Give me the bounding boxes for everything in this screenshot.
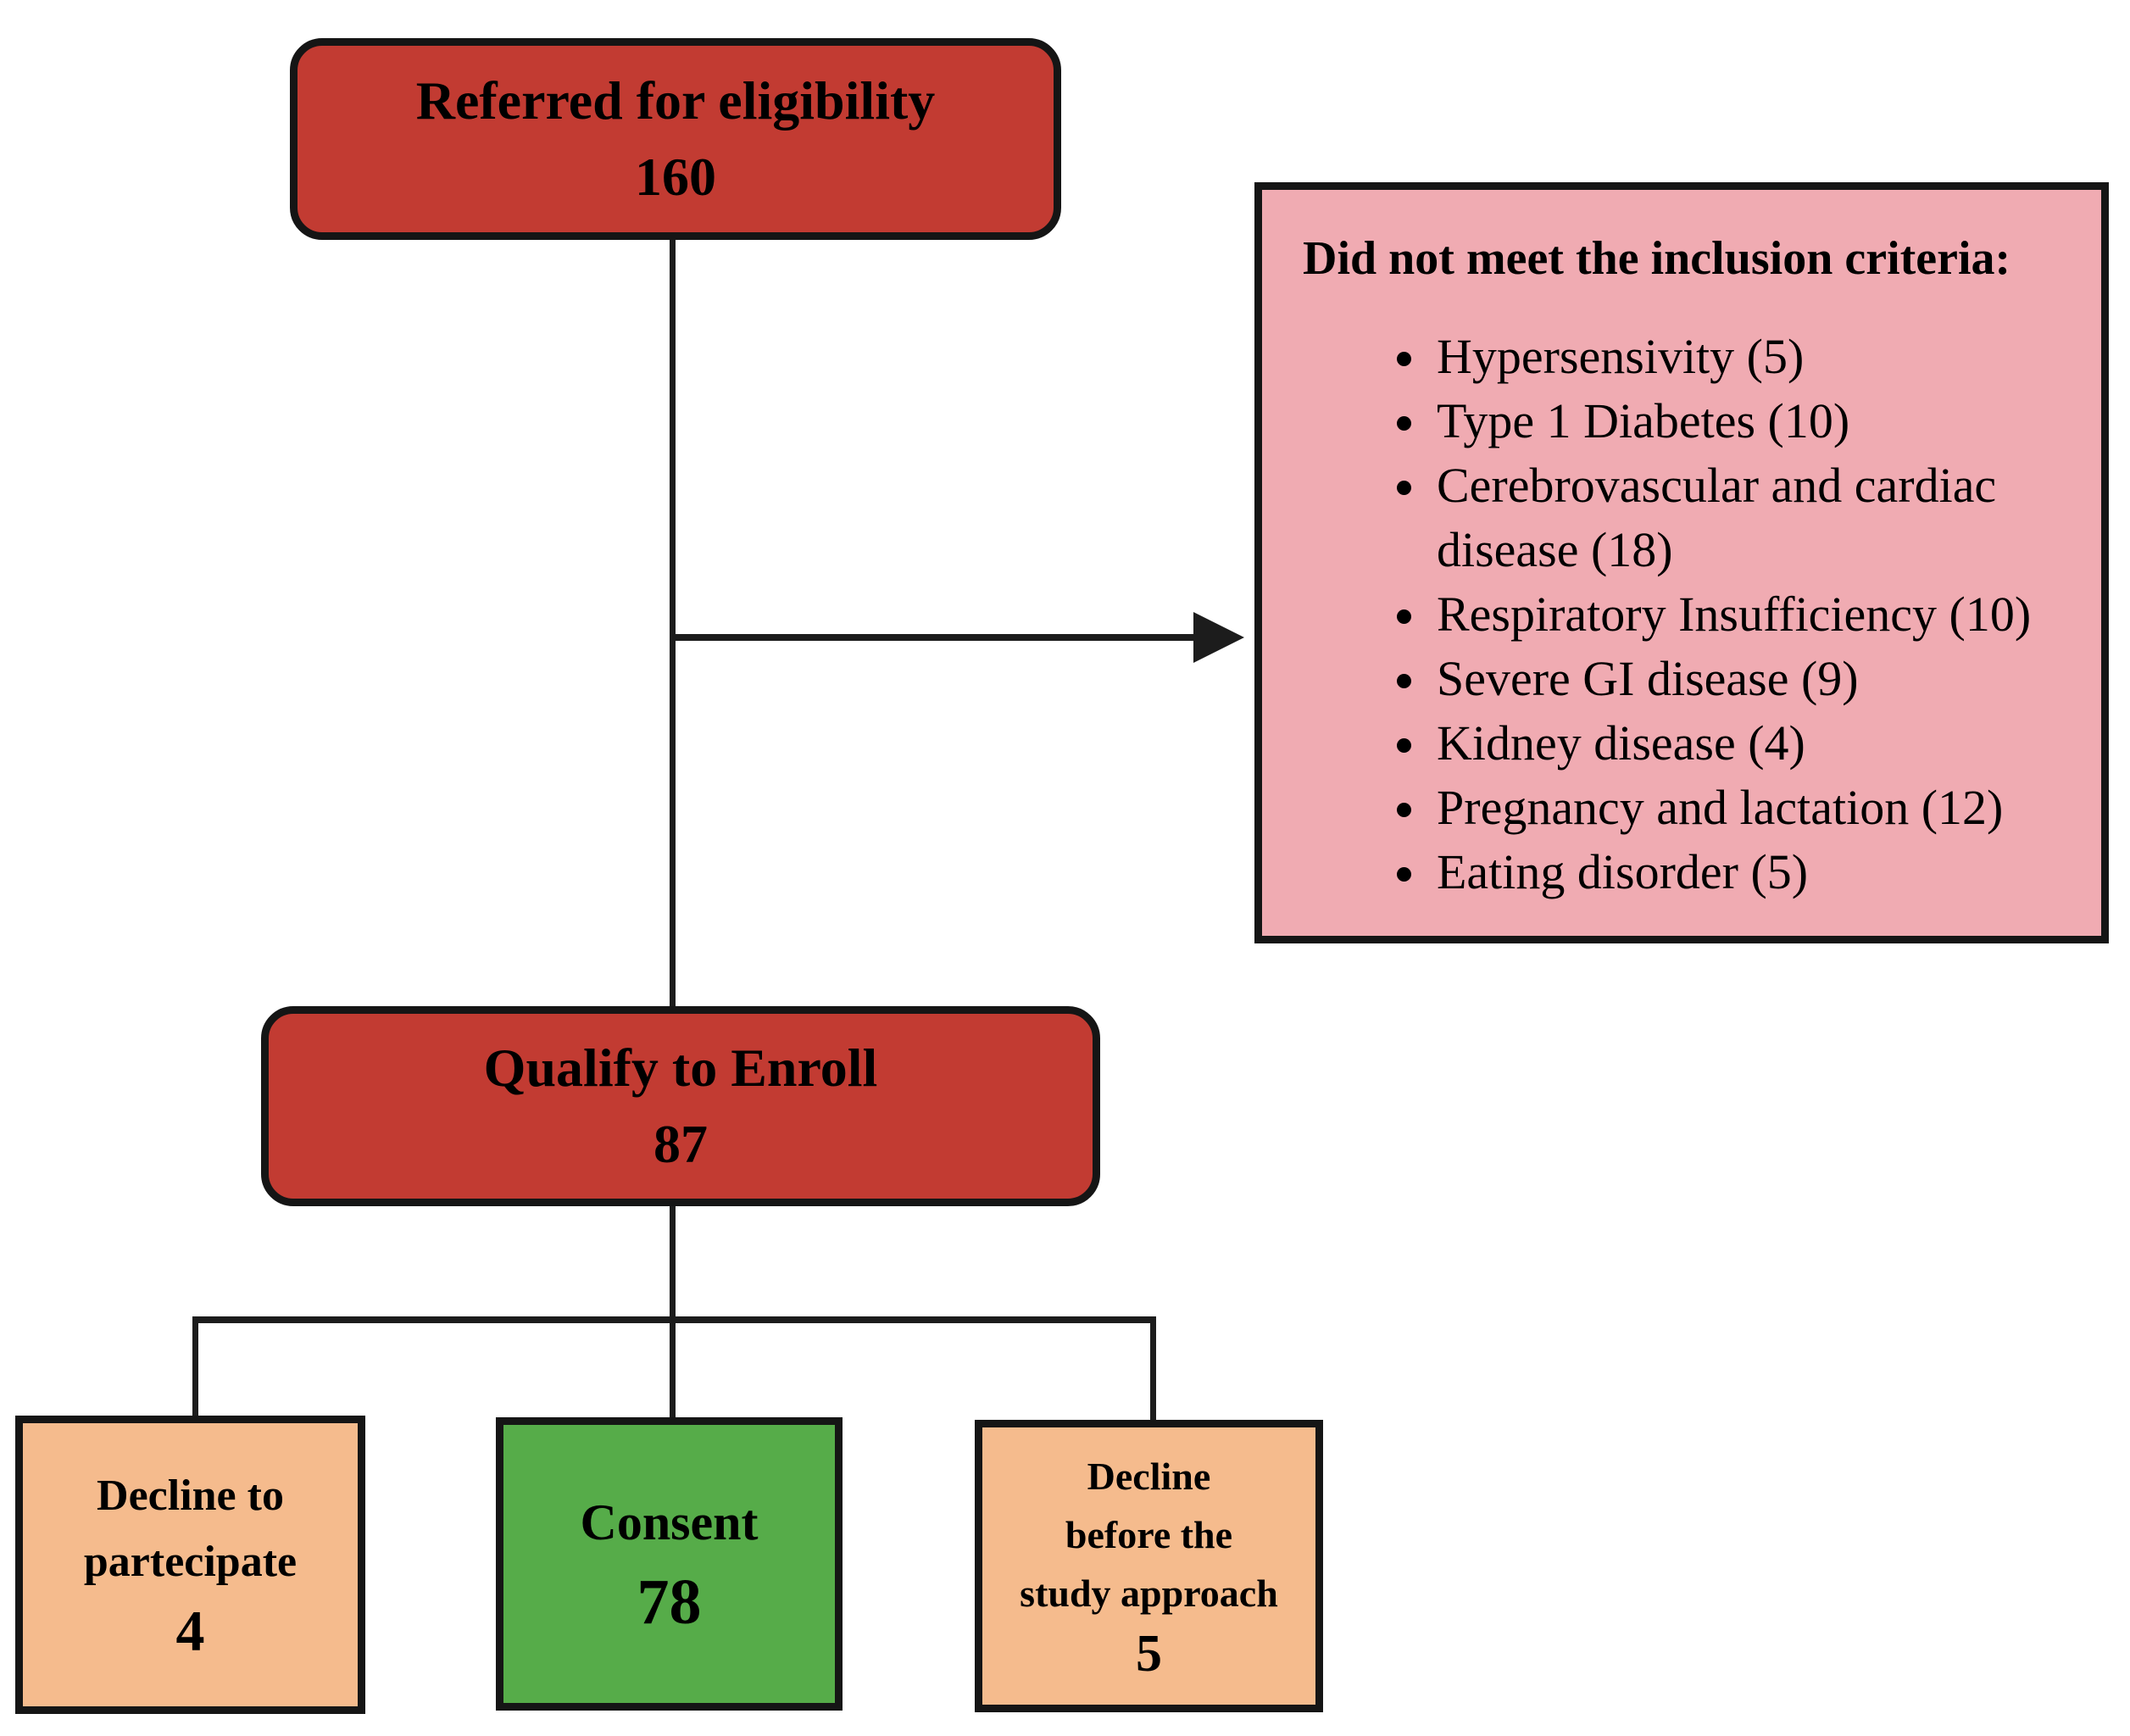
qualify-count: 87 xyxy=(653,1114,708,1174)
exclusion-list: Hypersensivity (5) Type 1 Diabetes (10) … xyxy=(1303,325,2071,904)
exclusion-item: Kidney disease (4) xyxy=(1432,711,2071,776)
referred-for-eligibility-box: Referred for eligibility 160 xyxy=(290,38,1061,240)
qualify-label: Qualify to Enroll xyxy=(483,1038,878,1099)
consent-count: 78 xyxy=(637,1566,702,1638)
connector-arrow-shaft xyxy=(672,634,1202,641)
qualify-to-enroll-box: Qualify to Enroll 87 xyxy=(261,1006,1100,1206)
exclusion-title: Did not meet the inclusion criteria: xyxy=(1303,232,2011,285)
exclusion-item: Cerebrovascular and cardiac disease (18) xyxy=(1432,453,2071,582)
connector-referred-to-qualify xyxy=(670,240,676,1006)
consent-label: Consent xyxy=(580,1494,759,1550)
decline-participate-count: 4 xyxy=(175,1598,205,1663)
exclusion-item: Severe GI disease (9) xyxy=(1432,647,2071,711)
decline-before-label: Decline before the study approach xyxy=(1020,1454,1278,1615)
connector-branch-middle xyxy=(670,1316,676,1417)
referred-count: 160 xyxy=(635,147,716,207)
exclusion-item: Hypersensivity (5) xyxy=(1432,325,2071,389)
referred-label: Referred for eligibility xyxy=(415,70,936,131)
exclusion-item: Type 1 Diabetes (10) xyxy=(1432,389,2071,453)
consent-box: Consent 78 xyxy=(496,1417,843,1711)
decline-before-study-approach-box: Decline before the study approach 5 xyxy=(975,1420,1323,1712)
decline-to-participate-box: Decline to partecipate 4 xyxy=(15,1416,365,1714)
connector-qualify-down xyxy=(670,1206,676,1316)
exclusion-item: Respiratory Insufficiency (10) xyxy=(1432,582,2071,647)
exclusion-item: Pregnancy and lactation (12) xyxy=(1432,776,2071,840)
exclusion-item: Eating disorder (5) xyxy=(1432,840,2071,904)
decline-before-count: 5 xyxy=(1136,1624,1162,1683)
arrow-head-icon xyxy=(1193,612,1244,663)
decline-participate-label: Decline to partecipate xyxy=(83,1471,298,1586)
exclusion-criteria-box: Did not meet the inclusion criteria: Hyp… xyxy=(1254,182,2109,943)
connector-branch-left xyxy=(192,1316,198,1416)
connector-branch-right xyxy=(1150,1316,1156,1420)
